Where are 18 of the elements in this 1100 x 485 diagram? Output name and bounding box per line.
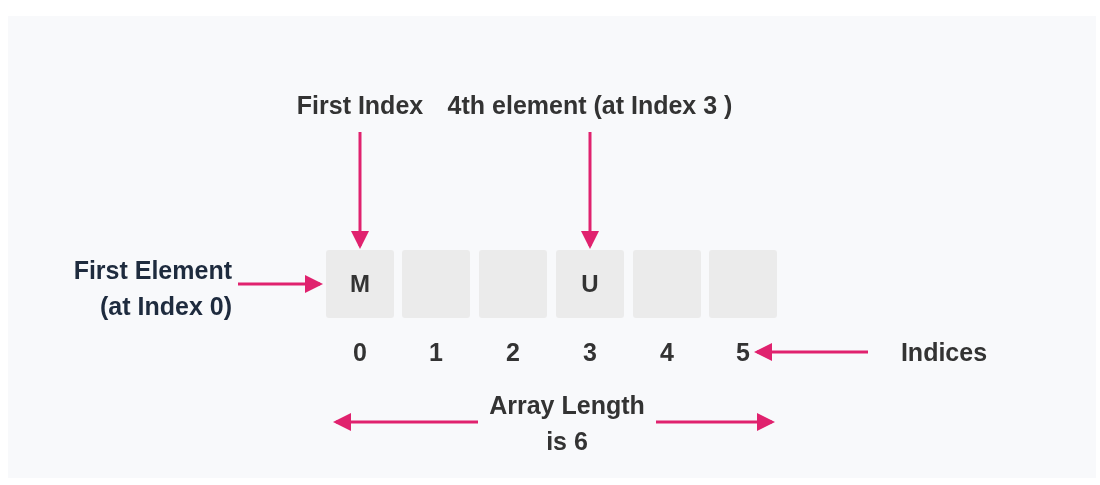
- annotation-text: First Element (at Index 0): [50, 248, 232, 328]
- annotation-text: Indices: [884, 335, 1004, 369]
- array-cell: M: [326, 250, 394, 318]
- index-number: 1: [426, 335, 446, 369]
- arrow: [333, 413, 478, 431]
- annotation-text: First Index: [280, 88, 440, 122]
- annotation-text: Array Length is 6: [478, 385, 656, 460]
- index-number: 4: [657, 335, 677, 369]
- arrow: [754, 343, 868, 361]
- index-number: 3: [580, 335, 600, 369]
- arrow: [351, 132, 369, 249]
- index-number: 0: [350, 335, 370, 369]
- array-cell: U: [556, 250, 624, 318]
- arrow: [656, 413, 775, 431]
- index-number: 5: [733, 335, 753, 369]
- arrow: [581, 132, 599, 249]
- index-number: 2: [503, 335, 523, 369]
- arrow: [238, 275, 323, 293]
